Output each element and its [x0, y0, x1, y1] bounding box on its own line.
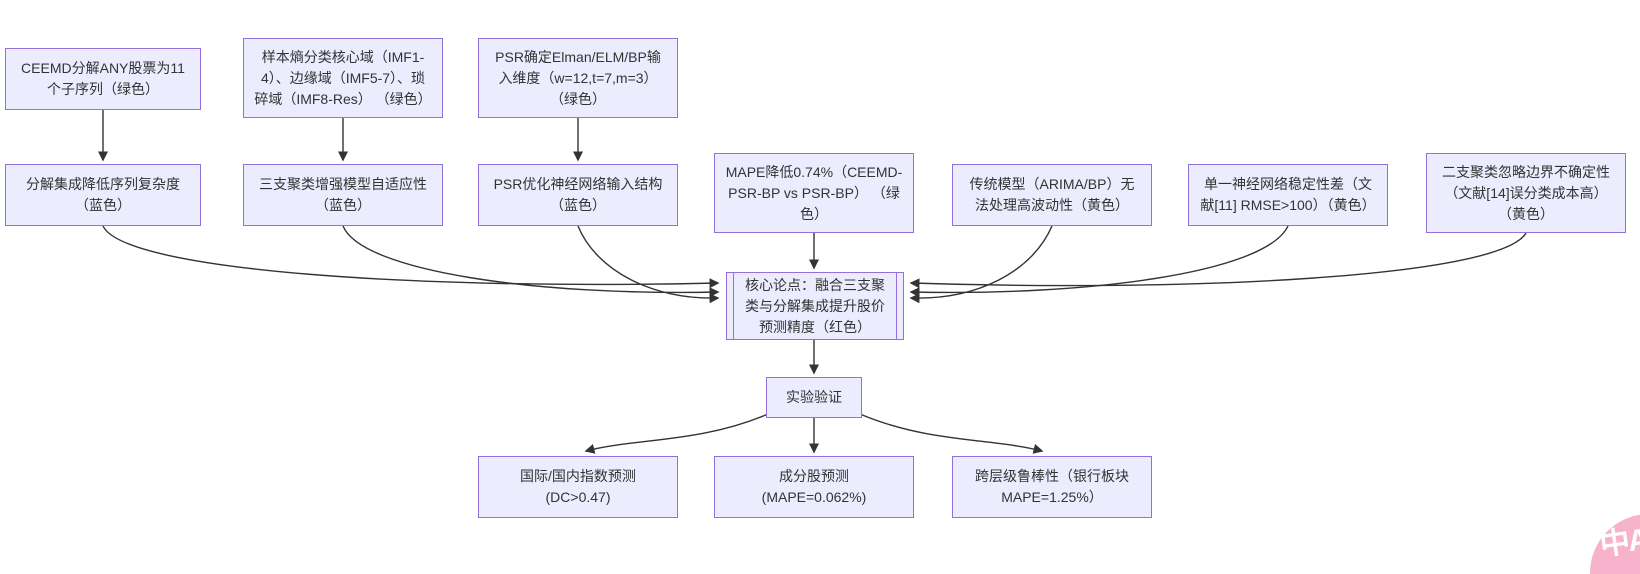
- edge-decomp-to-core: [102, 225, 720, 289]
- subroutine-inner-line-right: [896, 273, 897, 339]
- node-index-pred: 国际/国内指数预测 (DC>0.47): [478, 456, 678, 518]
- node-sample-entropy: 样本熵分类核心域（IMF1-4）、边缘域（IMF5-7）、琐碎域（IMF8-Re…: [243, 38, 443, 118]
- node-psr-opt: PSR优化神经网络输入结构（蓝色）: [478, 164, 678, 226]
- subroutine-inner-line-left: [733, 273, 734, 339]
- edge-psr-opt-to-core: [577, 225, 720, 304]
- node-psr-input: PSR确定Elman/ELM/BP输入维度（w=12,t=7,m=3） （绿色）: [478, 38, 678, 118]
- node-two-way: 二支聚类忽略边界不确定性（文献[14]误分类成本高）（黄色）: [1426, 153, 1626, 233]
- node-core-thesis: 核心论点：融合三支聚类与分解集成提升股价预测精度（红色）: [726, 272, 904, 340]
- node-three-way: 三支聚类增强模型自适应性（蓝色）: [243, 164, 443, 226]
- node-single-nn: 单一神经网络稳定性差（文献[11] RMSE>100）（黄色）: [1188, 164, 1388, 226]
- edge-single-nn-to-core: [909, 225, 1289, 298]
- node-mape: MAPE降低0.74%（CEEMD-PSR-BP vs PSR-BP） （绿色）: [714, 153, 914, 233]
- core-thesis-label: 核心论点：融合三支聚类与分解集成提升股价预测精度（红色）: [745, 276, 885, 335]
- edge-experiment-to-robustness: [859, 413, 1044, 454]
- edge-three-way-to-core: [342, 225, 720, 298]
- node-experiment: 实验验证: [766, 377, 862, 418]
- node-traditional: 传统模型（ARIMA/BP）无法处理高波动性（黄色）: [952, 164, 1152, 226]
- node-ceemd: CEEMD分解ANY股票为11个子序列（绿色）: [5, 48, 201, 110]
- node-robustness: 跨层级鲁棒性（银行板块 MAPE=1.25%）: [952, 456, 1152, 518]
- node-decomp: 分解集成降低序列复杂度（蓝色）: [5, 164, 201, 226]
- edge-experiment-to-index-pred: [584, 413, 769, 454]
- node-component: 成分股预测 (MAPE=0.062%): [714, 456, 914, 518]
- translate-badge-label: 中A: [1597, 522, 1640, 563]
- edge-two-way-to-core: [909, 232, 1527, 289]
- edge-traditional-to-core: [909, 225, 1053, 304]
- translate-badge-button[interactable]: 中A: [1590, 514, 1640, 574]
